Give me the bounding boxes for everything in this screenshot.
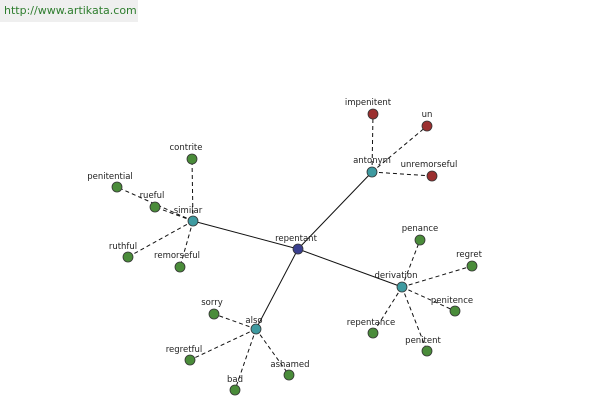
label-repentant[interactable]: repentant <box>275 234 317 244</box>
label-remorseful[interactable]: remorseful <box>154 251 200 261</box>
label-similar[interactable]: similar <box>174 206 203 216</box>
node-regret[interactable] <box>466 260 478 272</box>
label-antonym[interactable]: antonym <box>353 156 391 166</box>
nodes-layer <box>111 108 478 396</box>
node-penitential[interactable] <box>111 181 123 193</box>
label-un[interactable]: un <box>422 110 433 120</box>
label-contrite[interactable]: contrite <box>169 143 202 153</box>
edge-also-bad <box>234 328 257 391</box>
edge-derivation-penance <box>401 239 421 288</box>
node-un[interactable] <box>421 120 433 132</box>
label-rueful[interactable]: rueful <box>140 191 165 201</box>
node-rueful[interactable] <box>149 201 161 213</box>
edge-similar-remorseful <box>179 220 194 268</box>
node-unremorseful[interactable] <box>426 170 438 182</box>
node-ashamed[interactable] <box>283 369 295 381</box>
node-penitence[interactable] <box>449 305 461 317</box>
node-ruthful[interactable] <box>122 251 134 263</box>
edge-similar <box>192 220 299 250</box>
label-impenitent[interactable]: impenitent <box>345 98 392 108</box>
edge-antonym-unremorseful <box>371 171 433 177</box>
node-repentance[interactable] <box>367 327 379 339</box>
label-regretful[interactable]: regretful <box>166 345 203 355</box>
edge-antonym-un <box>371 125 428 173</box>
node-sorry[interactable] <box>208 308 220 320</box>
label-penitential[interactable]: penitential <box>87 172 133 182</box>
label-unremorseful[interactable]: unremorseful <box>401 160 458 170</box>
label-ashamed[interactable]: ashamed <box>270 360 309 370</box>
label-penitence[interactable]: penitence <box>431 296 473 306</box>
edge-derivation-repentance <box>372 286 403 334</box>
node-impenitent[interactable] <box>367 108 379 120</box>
site-url-link[interactable]: http://www.artikata.com <box>4 4 137 17</box>
edge-derivation-regret <box>401 265 473 288</box>
label-derivation[interactable]: derivation <box>374 271 417 281</box>
edge-similar-contrite <box>191 158 194 222</box>
label-ruthful[interactable]: ruthful <box>109 242 137 252</box>
node-repentant[interactable] <box>292 243 304 255</box>
node-also[interactable] <box>250 323 262 335</box>
label-penance[interactable]: penance <box>402 224 439 234</box>
edge-derivation <box>297 248 403 288</box>
node-remorseful[interactable] <box>174 261 186 273</box>
node-bad[interactable] <box>229 384 241 396</box>
edge-derivation-penitence <box>401 286 456 312</box>
label-bad[interactable]: bad <box>227 375 243 385</box>
node-similar[interactable] <box>187 215 199 227</box>
label-regret[interactable]: regret <box>456 250 482 260</box>
node-regretful[interactable] <box>184 354 196 366</box>
edge-similar-ruthful <box>127 220 194 258</box>
edge-antonym-impenitent <box>371 113 374 173</box>
node-contrite[interactable] <box>186 153 198 165</box>
node-penitent[interactable] <box>421 345 433 357</box>
label-also[interactable]: also <box>245 316 262 326</box>
labels-layer: contrite penitential rueful ruthful remorsef… <box>87 98 482 385</box>
label-repentance[interactable]: repentance <box>347 318 395 328</box>
edge-also-regretful <box>189 328 257 361</box>
node-derivation[interactable] <box>396 281 408 293</box>
edge-also <box>255 248 299 330</box>
edge-antonym <box>297 171 373 250</box>
edge-also-ashamed <box>255 328 290 376</box>
node-antonym[interactable] <box>366 166 378 178</box>
node-penance[interactable] <box>414 234 426 246</box>
edge-also-sorry <box>213 313 257 330</box>
label-penitent[interactable]: penitent <box>405 336 441 346</box>
edge-derivation-penitent <box>401 286 428 352</box>
url-banner: http://www.artikata.com <box>0 0 138 22</box>
edges-layer <box>116 113 473 391</box>
label-sorry[interactable]: sorry <box>201 298 223 308</box>
